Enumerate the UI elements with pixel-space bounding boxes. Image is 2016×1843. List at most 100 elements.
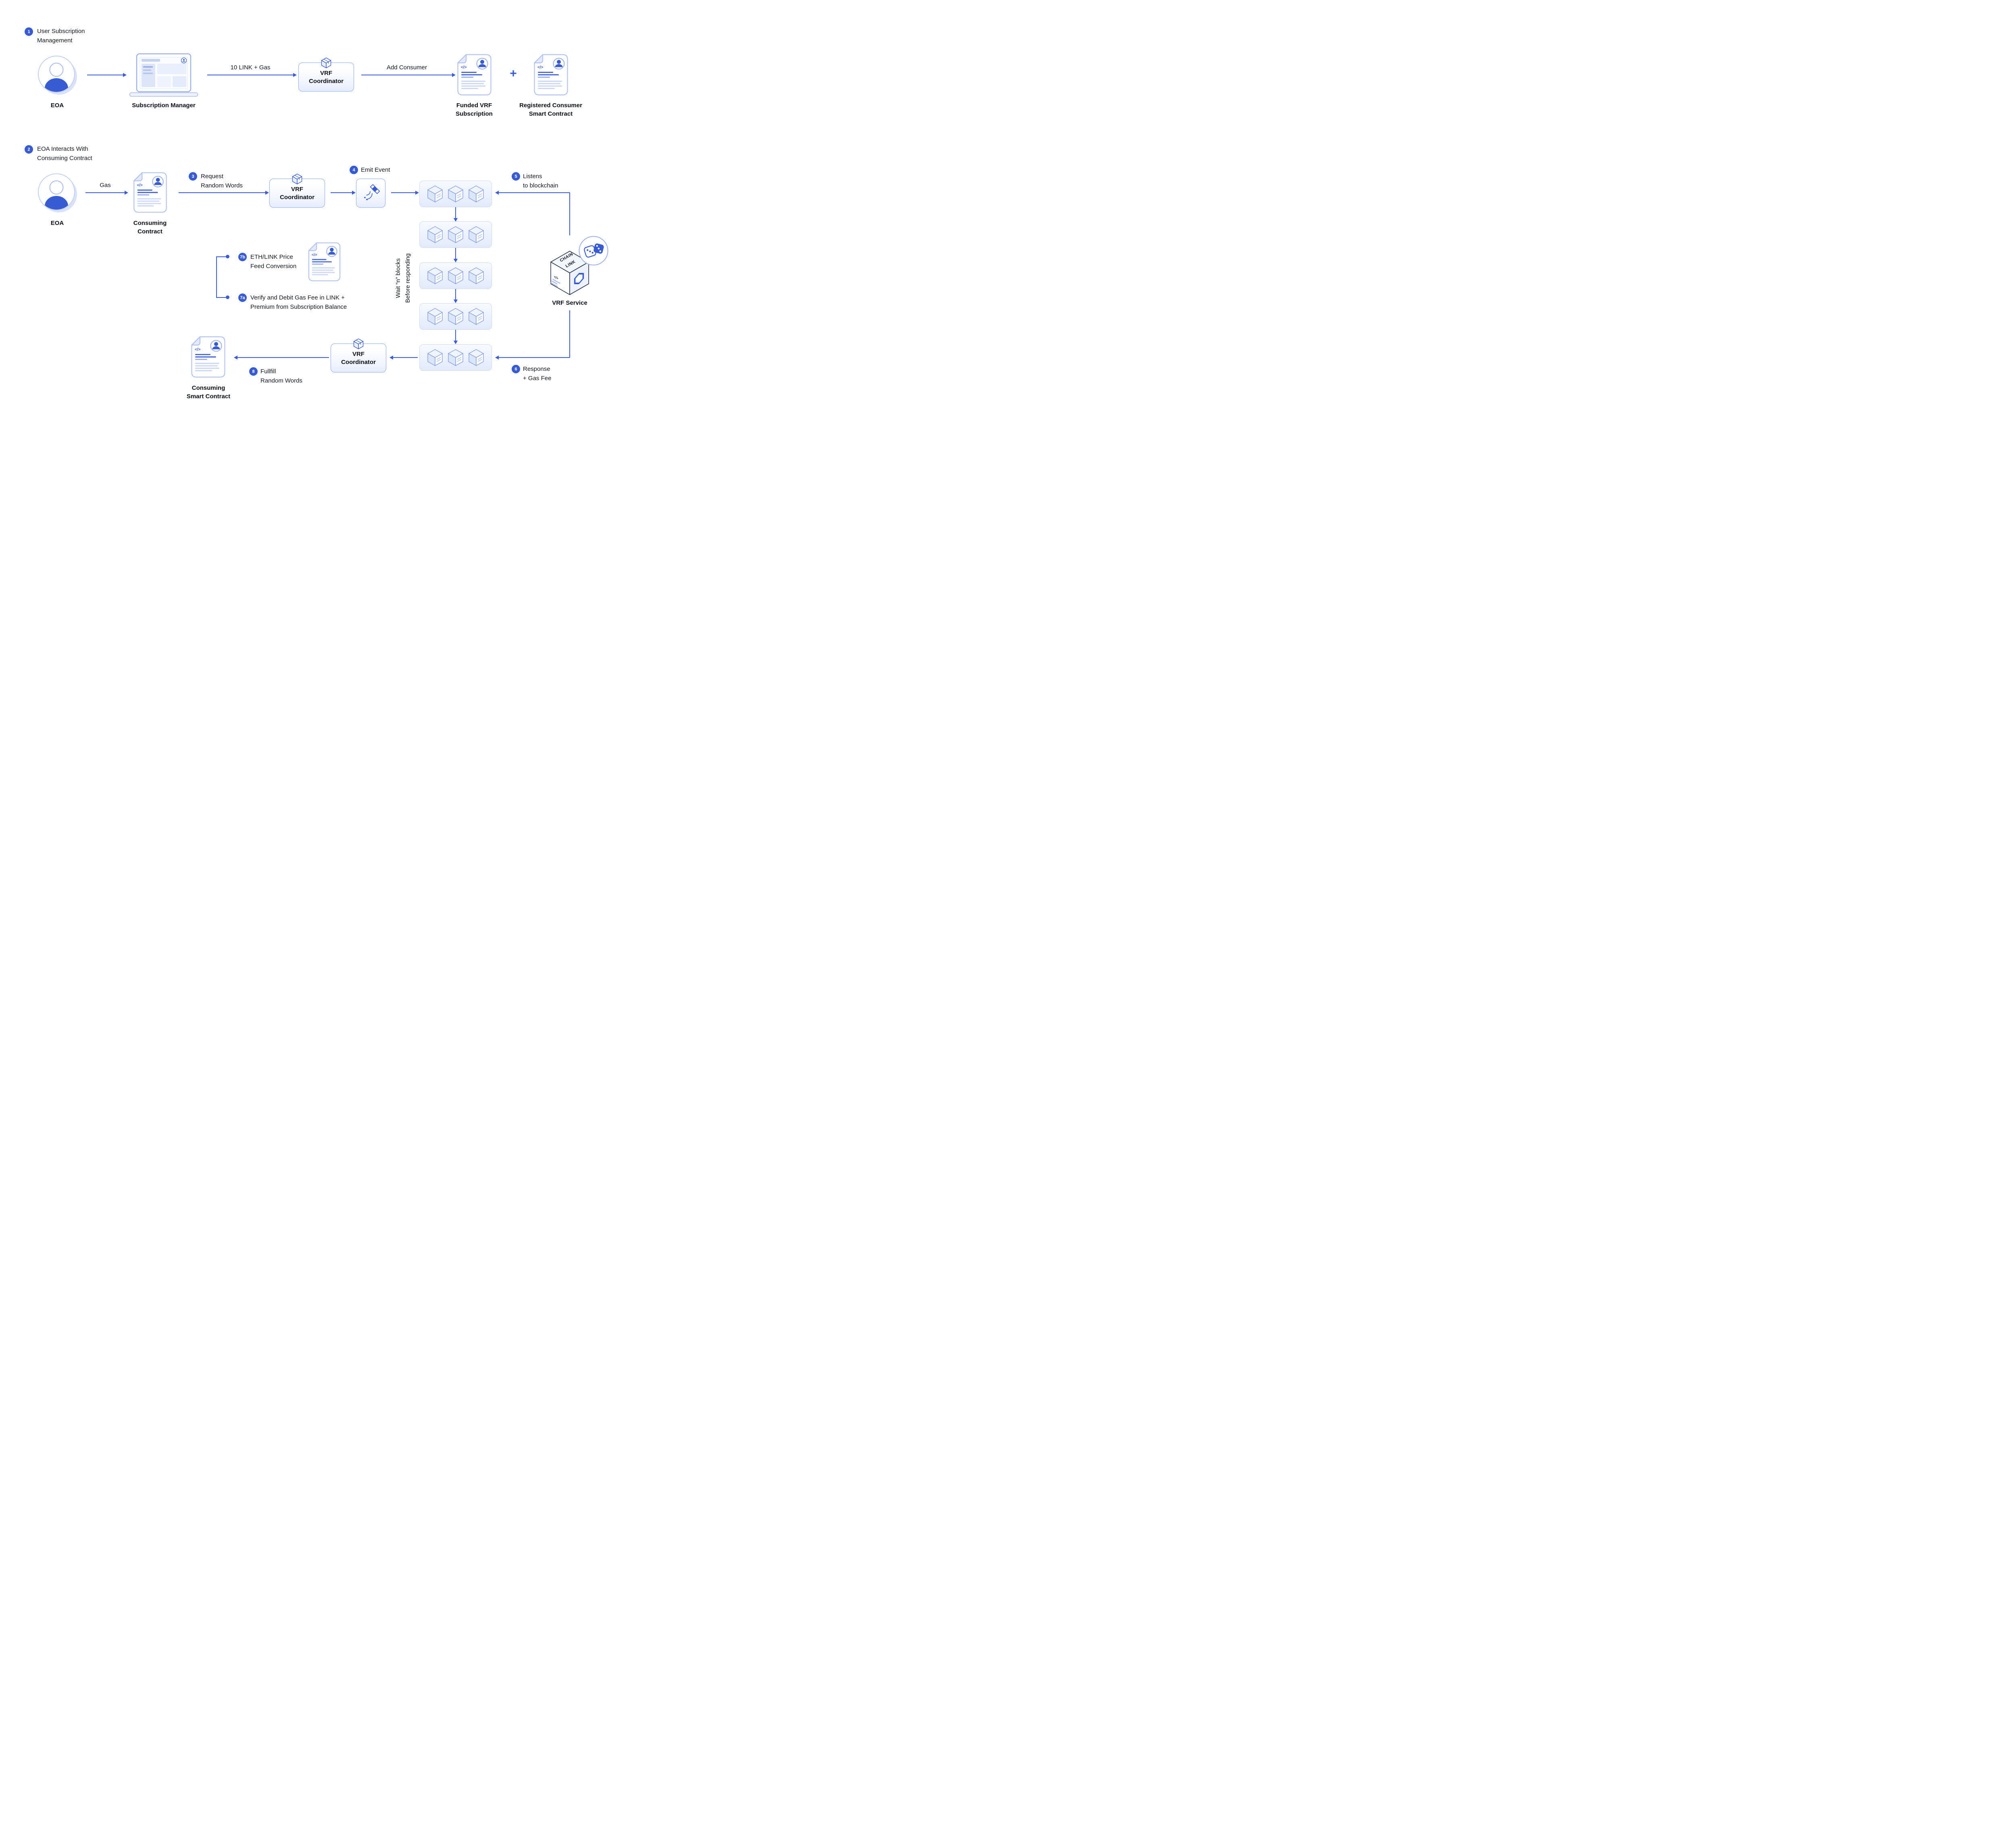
blockchain-row-3: [419, 262, 492, 289]
step-4-title: Emit Event: [361, 166, 390, 173]
step-1-title: User Subscription Management: [37, 27, 85, 45]
step-1-title-line1: User Subscription: [37, 28, 85, 35]
add-consumer-edge-label: Add Consumer: [386, 64, 427, 71]
vrf-coordinator-box-subscription: VRF Coordinator: [298, 57, 354, 92]
consuming-contract-node: </>: [133, 172, 167, 215]
wait-n-blocks-label: Wait “n” blocks Before responding: [394, 240, 413, 316]
step-7b-title-line2: Feed Conversion: [250, 263, 297, 270]
block-cube-icon: [427, 267, 443, 284]
vrf-flow-diagram: 1 User Subscription Management EOA: [0, 0, 632, 425]
plus-sign: +: [510, 67, 517, 80]
step-3-title-line1: Request: [201, 173, 223, 180]
step-3-title-line2: Random Words: [201, 182, 243, 189]
step-2-title-line2: Consuming Contract: [37, 155, 92, 162]
step-7b-title: ETH/LINK Price Feed Conversion: [250, 252, 296, 271]
vrf-coordinator-box-request: VRF Coordinator: [269, 173, 325, 208]
contract-document-icon: </>: [191, 336, 225, 378]
block-cube-icon: [448, 308, 463, 325]
blockchain-row-2: [419, 221, 492, 248]
block-cube-icon: [427, 308, 443, 325]
satellite-broadcast-icon: [364, 184, 380, 200]
arrow-consuming-contract-to-coordinator: [179, 192, 266, 193]
line-vrf-service-down: [569, 310, 570, 358]
block-cube-icon: [469, 185, 484, 202]
step-1-title-line2: Management: [37, 37, 73, 44]
step-3-badge: 3: [189, 172, 197, 181]
blockchain-row-4: [419, 303, 492, 330]
step-2-title-line1: EOA Interacts With: [37, 146, 88, 152]
consuming-contract-label-line1: Consuming: [133, 220, 167, 227]
step-6-badge: 6: [512, 365, 520, 373]
consuming-contract-label: Consuming Contract: [130, 219, 170, 236]
package-cube-icon: [321, 57, 331, 69]
consuming-smart-contract-label-line1: Consuming: [192, 385, 225, 391]
vrf-coordinator-label-line2: Coordinator: [341, 359, 376, 366]
step-7a-badge: 7a: [238, 293, 247, 302]
step-2-title: EOA Interacts With Consuming Contract: [37, 144, 92, 163]
vrf-coordinator-label-line2: Coordinator: [280, 194, 314, 201]
code-icon: </>: [537, 65, 544, 70]
step-8-title: Fullfill Random Words: [260, 367, 302, 385]
step-7a-title: Verify and Debit Gas Fee in LINK + Premi…: [250, 293, 347, 312]
arrow-block-row-2-to-3: [455, 248, 456, 259]
line-vrf-service-up: [569, 193, 570, 235]
chainlink-hexagon-logo: [574, 272, 584, 285]
step-3-title: Request Random Words: [201, 172, 243, 190]
wait-n-blocks-line1: Wait “n” blocks: [395, 258, 402, 298]
arrow-block-row-4-to-5: [455, 330, 456, 341]
eoa-bottom-label: EOA: [50, 220, 64, 227]
subscription-manager-label: Subscription Manager: [132, 102, 196, 109]
block-cube-icon: [448, 349, 463, 366]
laptop-icon: [129, 53, 198, 97]
blockchain-row-1: [419, 181, 492, 207]
arrow-block-row-1-to-2: [455, 207, 456, 218]
registered-consumer-node: </>: [534, 54, 568, 98]
block-cube-icon: [427, 226, 443, 243]
contract-document-icon: </>: [534, 54, 568, 96]
step-7a-title-line1: Verify and Debit Gas Fee in LINK +: [250, 294, 345, 301]
funded-subscription-label: Funded VRF Subscription: [446, 101, 502, 118]
eoa-avatar-bottom: [36, 172, 78, 216]
consuming-contract-label-line2: Contract: [137, 228, 162, 235]
consuming-smart-contract-label: Consuming Smart Contract: [180, 384, 237, 401]
block-cube-icon: [427, 185, 443, 202]
arrow-vrf-service-to-blockchain: [498, 192, 570, 193]
vrf-service-label: VRF Service: [552, 300, 587, 306]
registered-consumer-label-line1: Registered Consumer: [519, 102, 582, 109]
code-icon: </>: [312, 252, 317, 257]
bracket-line-bottom: [216, 297, 227, 298]
block-cube-icon: [448, 185, 463, 202]
vrf-coordinator-label-line2: Coordinator: [309, 78, 344, 85]
block-cube-icon: [469, 267, 484, 284]
step-2-badge: 2: [25, 145, 33, 154]
vrf-coordinator-label-line1: VRF: [291, 186, 303, 193]
wait-n-blocks-line2: Before responding: [404, 253, 411, 303]
vrf-coordinator-label: VRF Coordinator: [309, 69, 344, 85]
block-cube-icon: [469, 226, 484, 243]
vrf-coordinator-label-line1: VRF: [320, 70, 332, 77]
vrf-service-node: CHAIN LINK </>: [550, 250, 590, 298]
funded-subscription-label-line1: Funded VRF: [456, 102, 492, 109]
vrf-coordinator-box-fulfill: VRF Coordinator: [331, 338, 386, 372]
package-cube-icon: [353, 338, 364, 349]
step-6-title-line2: + Gas Fee: [523, 375, 552, 382]
step-6-title-line1: Response: [523, 366, 550, 372]
arrow-vrf-service-response: [498, 357, 570, 358]
eoa-avatar-icon: [38, 173, 77, 212]
contract-document-icon: </>: [457, 54, 492, 96]
code-icon: </>: [195, 347, 201, 352]
bracket-dot-top: [226, 255, 229, 258]
arrow-emit-event-to-blockchain: [391, 192, 416, 193]
step-7b-badge: 7b: [238, 253, 247, 261]
step-5-title: Listens to blockchain: [523, 172, 558, 190]
block-cube-icon: [427, 349, 443, 366]
step-1-badge: 1: [25, 27, 33, 36]
dice-icon: [579, 236, 608, 266]
price-feed-contract-node: </>: [307, 242, 342, 283]
link-gas-edge-label: 10 LINK + Gas: [230, 64, 271, 71]
funded-subscription-label-line2: Subscription: [456, 110, 493, 117]
step-8-title-line2: Random Words: [260, 377, 302, 384]
subscription-manager-node: [129, 53, 198, 100]
block-cube-icon: [448, 226, 463, 243]
emit-event-box: [356, 179, 385, 208]
